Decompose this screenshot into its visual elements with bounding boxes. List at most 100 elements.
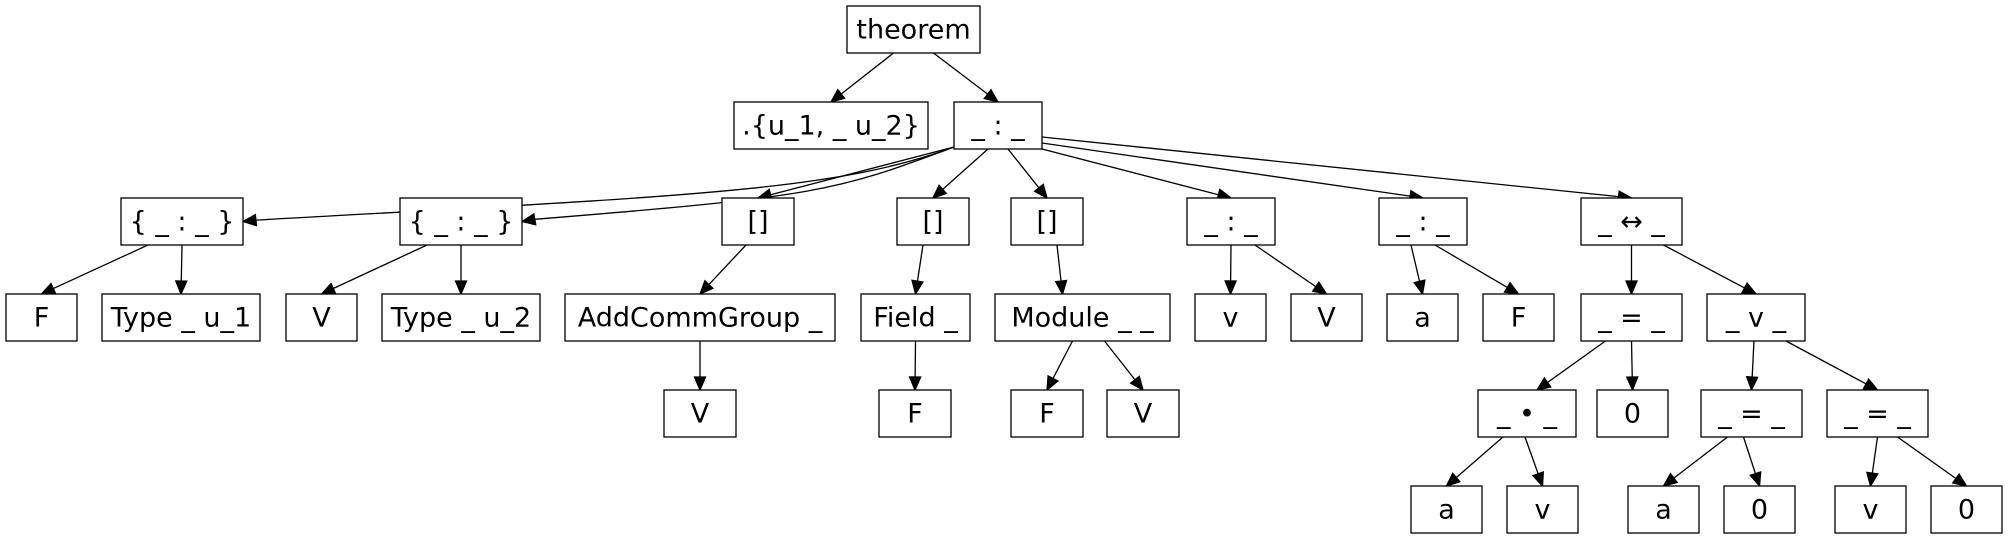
edge-inst_addcommgroup-to-addcommgroup	[698, 244, 747, 296]
node-box	[1477, 389, 1577, 438]
edge-eq_2-to-zero_2	[1742, 436, 1762, 488]
node-label: _ = _	[1597, 303, 1665, 334]
node-binder-F: { _ : _ }	[120, 197, 244, 246]
edge-line	[1663, 244, 1745, 289]
node-v-leaf-2: v	[1506, 485, 1579, 534]
edge-eq_1-to-zero_1	[1625, 340, 1639, 392]
edge-line	[770, 146, 955, 196]
arrowhead	[1054, 279, 1068, 296]
node-label: F	[34, 303, 50, 334]
arrowhead	[1311, 280, 1328, 295]
node-label: []	[747, 207, 768, 238]
edge-line	[1041, 148, 1219, 196]
arrowhead	[520, 212, 537, 226]
edge-binder_V-to-V_leaf_1	[319, 244, 428, 295]
node-a-leaf-3: a	[1627, 485, 1700, 534]
node-box	[381, 293, 541, 342]
edge-line	[1056, 244, 1062, 282]
node-label: _ ↔ _	[1597, 207, 1665, 238]
node-box	[1482, 293, 1555, 342]
edge-line	[708, 244, 747, 285]
node-box	[399, 197, 523, 246]
node-V-leaf-1: V	[285, 293, 358, 342]
node-box	[1580, 293, 1683, 342]
edge-binder_F-to-F_leaf_1	[39, 244, 149, 295]
edge-line	[840, 52, 894, 95]
edge-smul-to-a_leaf_2	[1445, 436, 1504, 488]
arrowhead	[1046, 374, 1060, 392]
node-label: F	[1039, 399, 1055, 430]
arrowhead	[911, 279, 924, 296]
node-field: Field _	[860, 293, 971, 342]
node-label: _ v _	[1725, 303, 1787, 334]
node-box	[860, 293, 971, 342]
node-type-u-2: Type _ u_2	[381, 293, 541, 342]
node-typing-a: _ : _	[1378, 197, 1468, 246]
node-zero-1: 0	[1596, 389, 1669, 438]
arrowhead	[1224, 280, 1238, 296]
edge-module-to-F_leaf_4	[1046, 340, 1074, 392]
node-label: Module _ _	[1011, 303, 1154, 334]
arrowhead	[1951, 472, 1968, 487]
node-V-leaf-3: V	[663, 389, 737, 438]
node-universes: .{u_1, _ u_2}	[733, 101, 929, 150]
edge-line	[1254, 244, 1317, 288]
edge-line	[333, 244, 428, 290]
node-label: v	[1863, 495, 1879, 526]
node-label: _ = _	[1717, 399, 1785, 430]
arrowhead	[174, 280, 188, 296]
node-inst-field: []	[896, 197, 970, 246]
edge-line	[180, 244, 183, 282]
edge-or-to-eq_3	[1785, 340, 1879, 391]
arrowhead	[1625, 376, 1639, 392]
arrowhead	[1625, 280, 1638, 296]
node-label: V	[1317, 303, 1336, 334]
arrowhead	[241, 213, 258, 227]
node-box	[953, 101, 1043, 150]
node-label: _ : _	[970, 111, 1025, 142]
edge-line	[942, 148, 989, 190]
node-smul: _ • _	[1477, 389, 1577, 438]
node-box	[1194, 293, 1267, 342]
tree-nodes: theorem.{u_1, _ u_2}_ : _{ _ : _ }{ _ : …	[5, 5, 2003, 534]
node-type-u-1: Type _ u_1	[101, 293, 261, 342]
node-box	[1106, 389, 1180, 438]
node-label: 0	[1751, 495, 1768, 526]
node-label: _ • _	[1496, 399, 1558, 430]
arrowhead	[931, 184, 948, 200]
arrowhead	[1740, 281, 1758, 295]
node-box	[663, 389, 737, 438]
edge-line	[1630, 340, 1633, 378]
edge-field-to-F_leaf_3	[908, 340, 922, 392]
arrowhead	[698, 279, 715, 296]
node-binder-V: { _ : _ }	[399, 197, 523, 246]
node-label: _ = _	[1843, 399, 1911, 430]
node-label: []	[922, 207, 943, 238]
edge-eq_3-to-zero_3	[1897, 436, 1968, 487]
edge-theorem-to-typing_root	[933, 52, 1000, 104]
arrowhead	[693, 376, 707, 392]
node-inst-module: []	[1010, 197, 1084, 246]
node-box	[733, 101, 929, 150]
node-box	[994, 293, 1171, 342]
arrowhead	[1662, 472, 1679, 488]
edge-line	[1751, 340, 1755, 378]
node-label: a	[1655, 495, 1672, 526]
node-box	[1834, 485, 1907, 534]
node-F-leaf-4: F	[1010, 389, 1084, 438]
edge-line	[255, 146, 955, 221]
node-v-leaf-1: v	[1194, 293, 1267, 342]
edge-line	[1103, 340, 1136, 381]
node-typing-v: _ : _	[1186, 197, 1276, 246]
node-label: F	[1511, 303, 1527, 334]
edge-theorem-to-universes	[829, 52, 894, 104]
edge-typing_root-to-typing_a	[1041, 142, 1425, 203]
node-iff: _ ↔ _	[1580, 197, 1683, 246]
arrowhead	[1531, 470, 1545, 488]
edge-eq_1-to-smul	[1535, 340, 1606, 391]
node-box	[5, 293, 78, 342]
edge-line	[1434, 244, 1508, 288]
node-label: v	[1535, 495, 1551, 526]
node-v-leaf-3: v	[1834, 485, 1907, 534]
node-box	[120, 197, 244, 246]
